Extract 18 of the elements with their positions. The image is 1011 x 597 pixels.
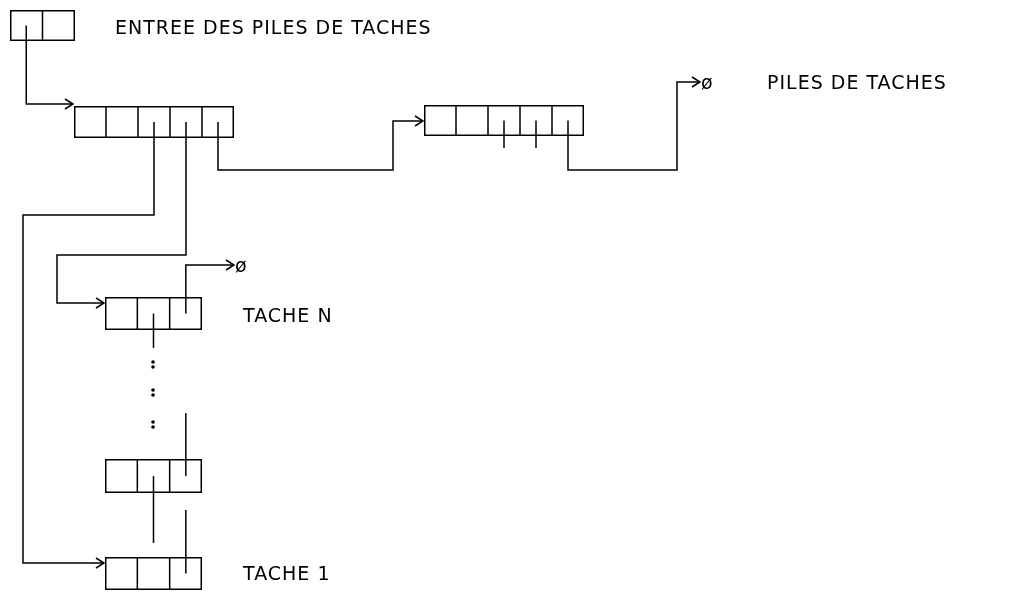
arrow [567, 76, 701, 171]
record-box [10, 10, 75, 41]
record-caption: ENTREE DES PILES DE TACHES [115, 17, 432, 37]
arrow [185, 259, 235, 298]
arrow [217, 115, 424, 171]
record-box [105, 297, 202, 330]
record-box [105, 557, 202, 590]
record-caption: TACHE N [243, 305, 333, 325]
record-caption: TACHE 1 [243, 563, 331, 583]
record-box [424, 105, 584, 136]
diagram-label: PILES DE TACHES [767, 72, 947, 92]
null-symbol: ø [701, 72, 714, 92]
arrow [22, 137, 155, 569]
record-box [74, 106, 234, 138]
arrow [25, 40, 74, 110]
record-box [105, 459, 202, 493]
null-symbol: ø [235, 255, 248, 275]
arrow [56, 137, 187, 309]
